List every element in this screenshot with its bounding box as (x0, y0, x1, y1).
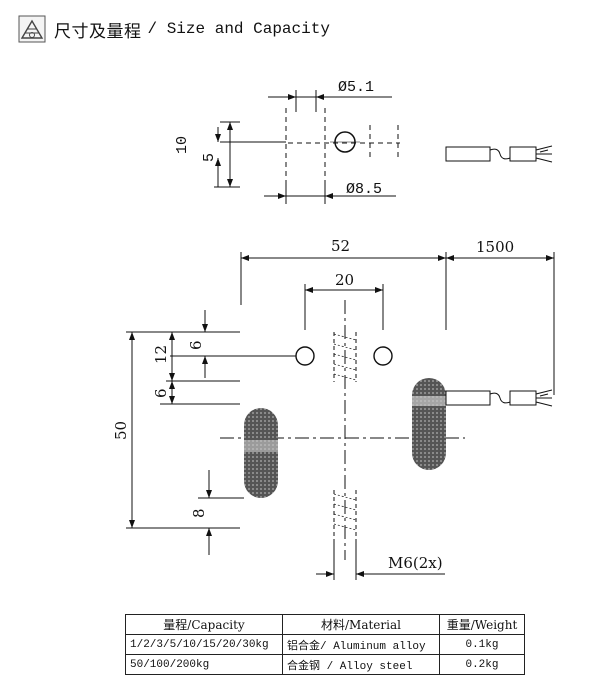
dim-spacing-20: 20 (335, 271, 354, 289)
cell-material: 合金钢 / Alloy steel (282, 654, 440, 675)
dim-offset-6b: 6 (152, 388, 170, 398)
technical-drawing: Ø5.1 Ø8.5 10 5 52 1500 20 6 12 6 50 8 M6… (112, 79, 555, 580)
cell-material: 铝合金/ Aluminum alloy (282, 634, 440, 655)
page-subtitle: / Size and Capacity (147, 20, 330, 38)
table-row: 50/100/200kg 合金钢 / Alloy steel 0.2kg (125, 654, 525, 675)
cell-weight: 0.2kg (439, 654, 525, 675)
right-mount-hole (373, 346, 393, 366)
dim-offset-6a: 6 (187, 340, 205, 350)
right-grip (412, 378, 446, 470)
dim-body-diameter: Ø8.5 (346, 181, 382, 198)
cell-capacity: 1/2/3/5/10/15/20/30kg (125, 634, 283, 655)
cell-weight: 0.1kg (439, 634, 525, 655)
dim-height-50: 50 (112, 421, 130, 440)
spec-table-header: 量程/Capacity 材料/Material 重量/Weight (125, 614, 525, 635)
dim-hole-diameter: Ø5.1 (338, 79, 374, 96)
dim-thread: M6(2x) (388, 554, 443, 572)
dim-offset-12: 12 (152, 345, 170, 364)
header-material: 材料/Material (282, 614, 440, 635)
dim-height-5: 5 (201, 153, 218, 162)
left-grip (244, 408, 278, 498)
dim-offset-8: 8 (190, 508, 208, 518)
scale-logo-icon (18, 15, 46, 43)
page-title: 尺寸及量程 (54, 21, 142, 42)
left-mount-hole (295, 346, 315, 366)
top-view (214, 90, 553, 204)
spec-table: 量程/Capacity 材料/Material 重量/Weight 1/2/3/… (125, 614, 525, 675)
cell-capacity: 50/100/200kg (125, 654, 283, 675)
header-weight: 重量/Weight (439, 614, 525, 635)
page-header: 尺寸及量程 / Size and Capacity (18, 14, 330, 44)
dim-cable-1500: 1500 (476, 238, 514, 256)
header-capacity: 量程/Capacity (125, 614, 283, 635)
dim-width-52: 52 (331, 237, 350, 255)
front-view (126, 252, 555, 580)
table-row: 1/2/3/5/10/15/20/30kg 铝合金/ Aluminum allo… (125, 634, 525, 655)
dim-height-10: 10 (174, 136, 191, 154)
